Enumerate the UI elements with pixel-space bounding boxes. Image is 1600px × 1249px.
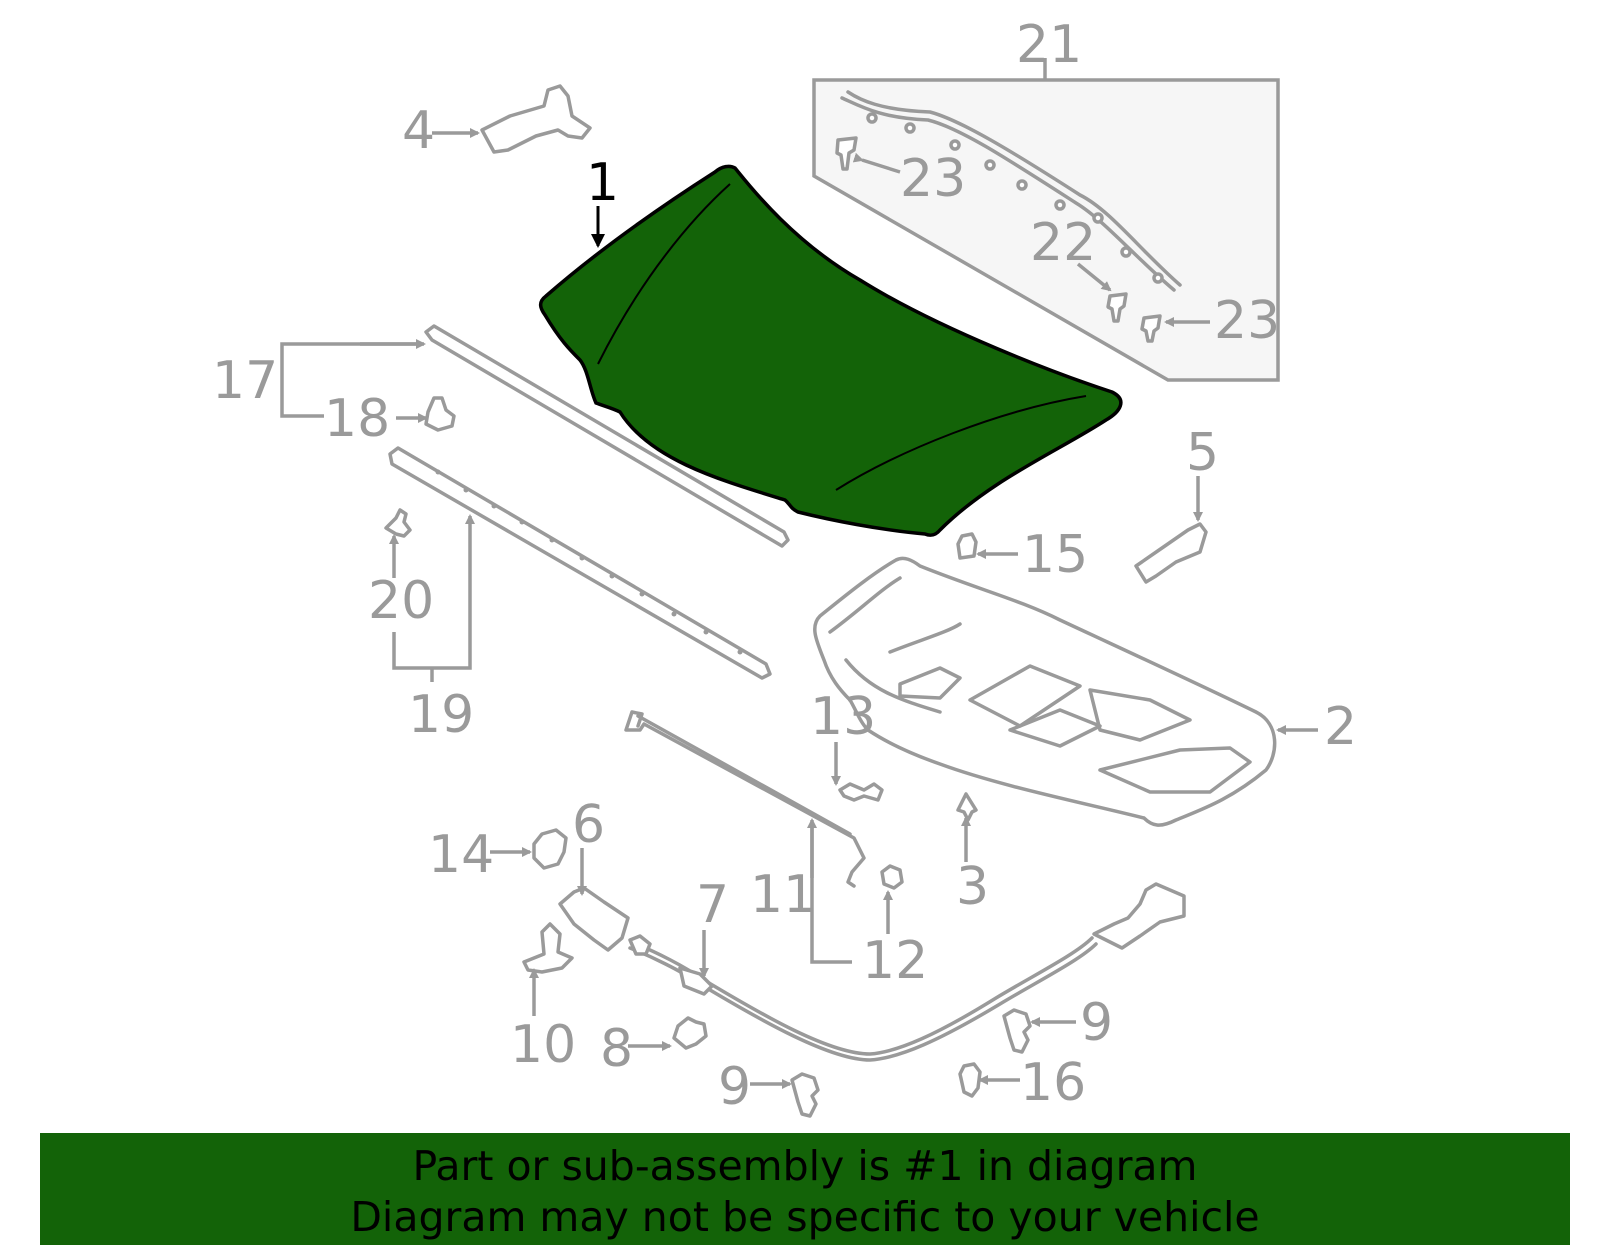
callout-12: 12: [862, 931, 928, 991]
part-21-box: [812, 58, 1280, 382]
callout-4: 4: [402, 101, 435, 161]
callout-11: 11: [750, 865, 816, 925]
callout-19: 19: [408, 685, 474, 745]
clip-23-top: [835, 136, 901, 174]
callout-6: 6: [572, 795, 605, 855]
callout-14: 14: [428, 825, 494, 885]
insulator-2: [813, 556, 1318, 827]
callout-3: 3: [956, 857, 989, 917]
callout-15: 15: [1022, 525, 1088, 585]
bumper-15: [956, 532, 1018, 560]
clip-9-left: [750, 1072, 820, 1118]
info-banner: Part or sub-assembly is #1 in diagram Di…: [40, 1133, 1570, 1245]
banner-line-1: Part or sub-assembly is #1 in diagram: [412, 1142, 1198, 1190]
seal-19: [388, 446, 772, 682]
part-14: [490, 828, 568, 870]
callout-8: 8: [600, 1019, 633, 1079]
cable-7: [628, 882, 1186, 1062]
part-8: [628, 1016, 708, 1051]
callout-10: 10: [510, 1015, 576, 1075]
callout-23-bottom: 23: [1214, 291, 1280, 351]
callout-9-right: 9: [1080, 993, 1113, 1053]
callout-22: 22: [1030, 213, 1096, 273]
callout-9-left: 9: [718, 1057, 751, 1117]
striker-10: [522, 922, 574, 1016]
callout-5: 5: [1186, 423, 1219, 483]
grommet-12: [880, 864, 904, 934]
callout-20: 20: [368, 571, 434, 631]
callout-1: 1: [586, 153, 619, 213]
clip-3: [956, 792, 978, 862]
clip-16: [958, 1062, 1020, 1098]
clip-9-right: [1002, 1008, 1076, 1054]
callout-13: 13: [810, 687, 876, 747]
clip-22: [1076, 262, 1128, 323]
banner-line-2: Diagram may not be specific to your vehi…: [350, 1193, 1260, 1241]
seal-17: [280, 324, 790, 548]
latch-6: [558, 848, 630, 952]
callout-2: 2: [1324, 697, 1357, 757]
clip-20: [384, 508, 412, 578]
hinge-4: [432, 84, 592, 154]
callout-17: 17: [212, 351, 278, 411]
clip-23-bottom: [1140, 314, 1210, 343]
callout-7: 7: [696, 875, 729, 935]
callout-16: 16: [1020, 1053, 1086, 1113]
callout-21: 21: [1016, 15, 1082, 75]
callout-23-top: 23: [900, 149, 966, 209]
prop-rod-11: [624, 710, 866, 964]
callout-18: 18: [324, 389, 390, 449]
clip-18: [396, 396, 456, 432]
hood-1: [538, 164, 1123, 537]
support-5: [1134, 476, 1208, 584]
clip-13: [831, 742, 884, 802]
